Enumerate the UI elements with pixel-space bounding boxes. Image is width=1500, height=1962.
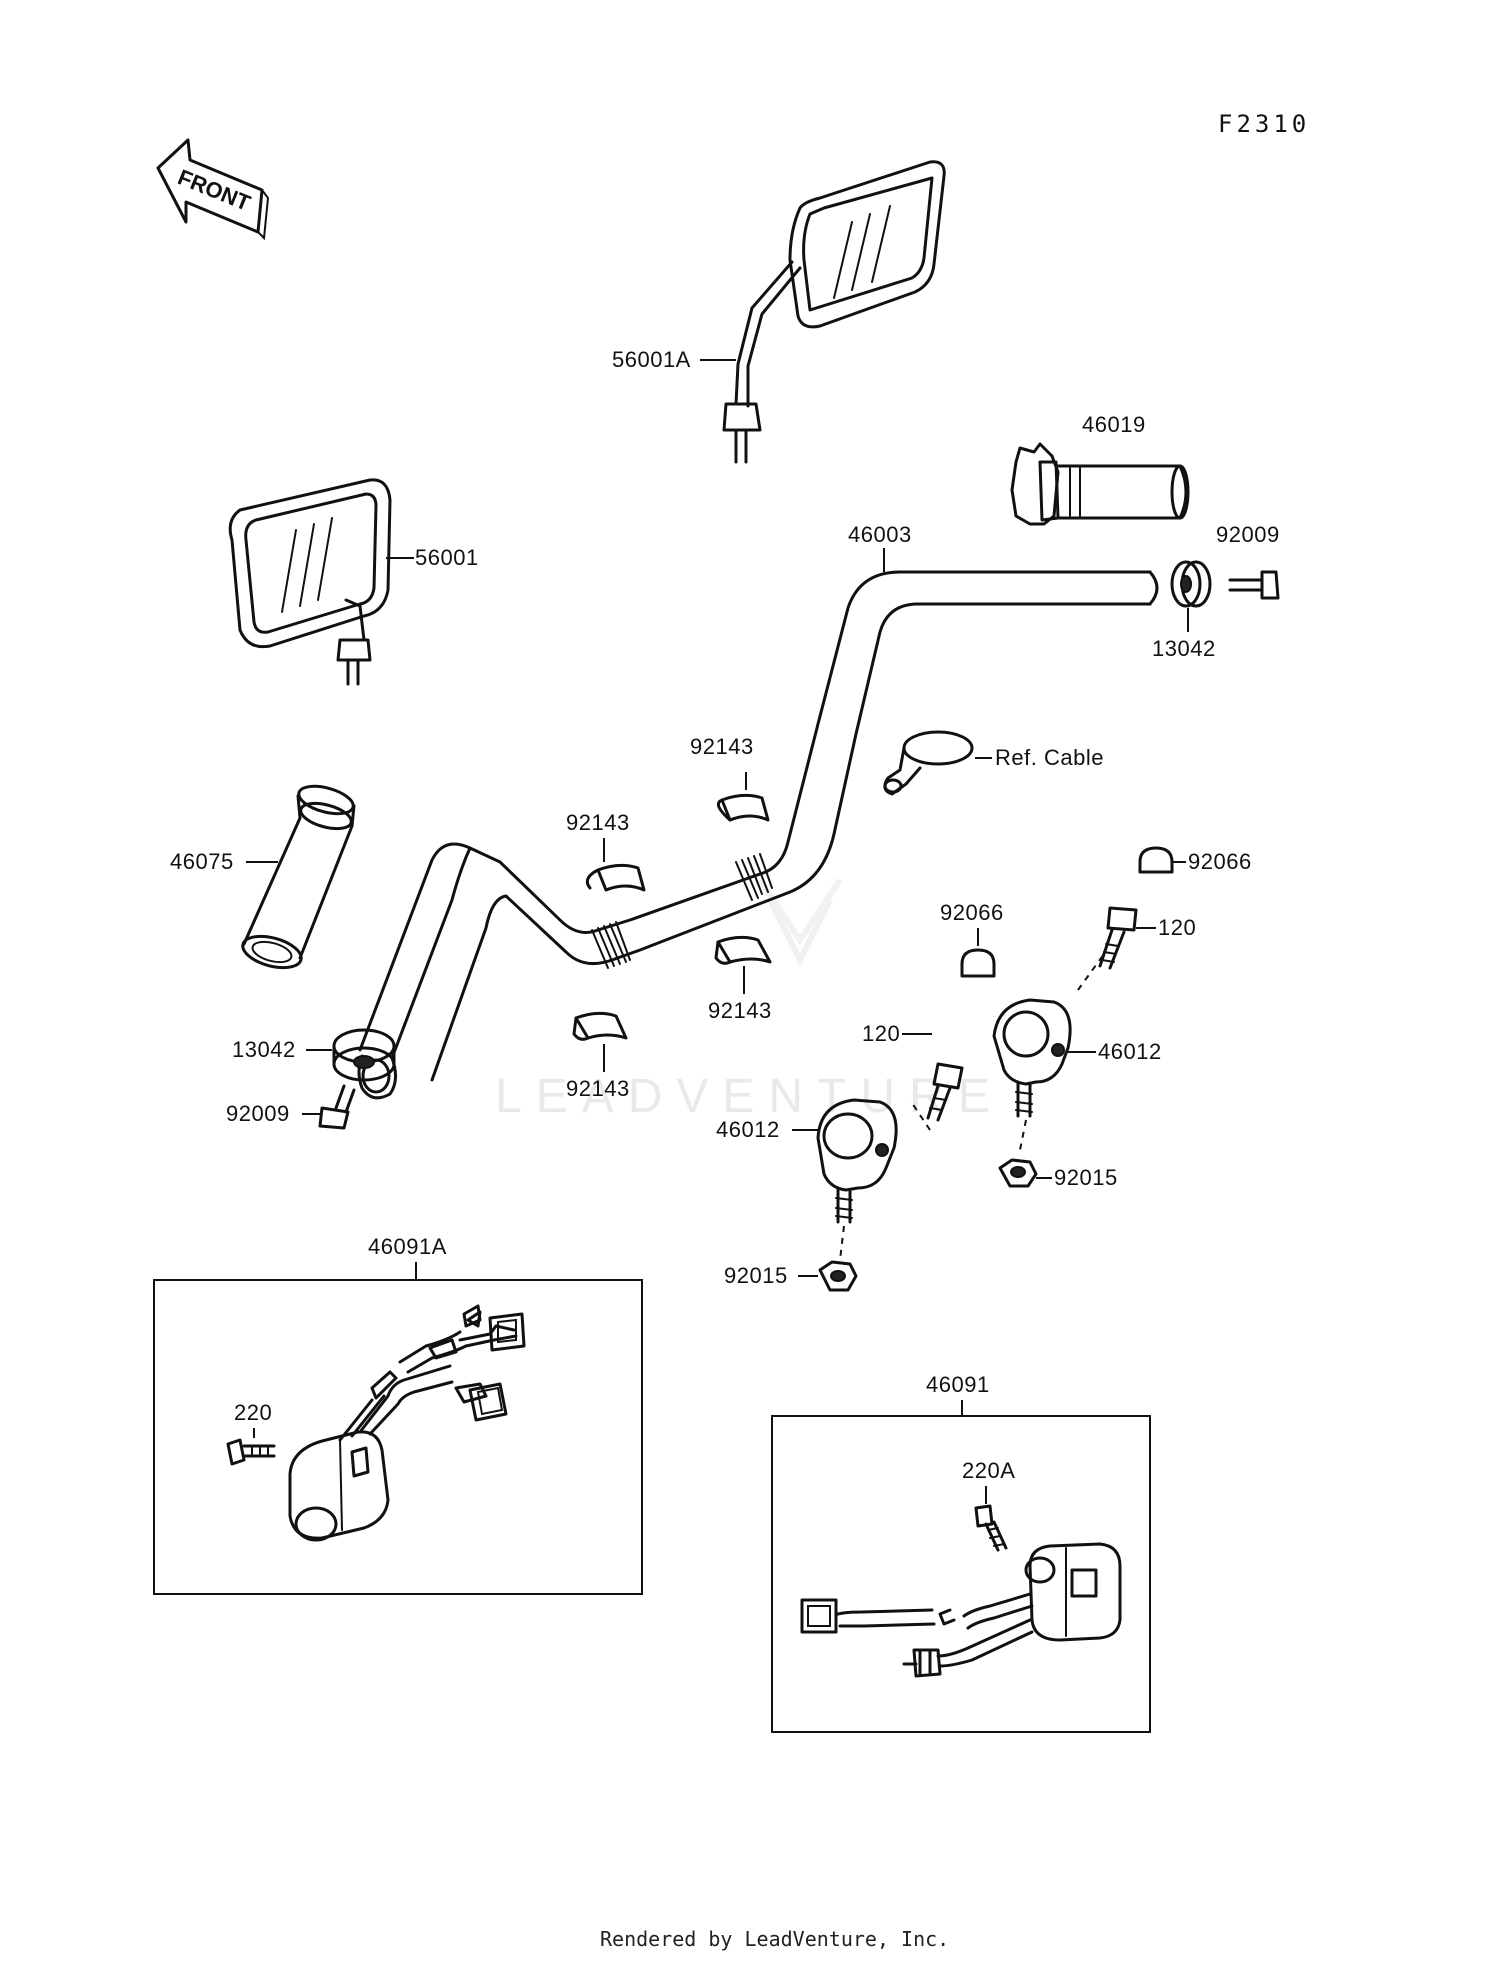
throttle-grip [1010,442,1190,526]
label-13042-left: 13042 [232,1037,296,1062]
mirror-left [228,478,392,686]
label-46019: 46019 [1082,412,1146,437]
bolt-120-left [926,1062,964,1122]
screw-220a [974,1504,1008,1552]
left-grip [241,784,356,970]
knurl-left [591,921,631,969]
label-220: 220 [234,1400,272,1425]
cap-center [960,948,996,978]
front-arrow-icon: FRONT [156,138,270,241]
label-220a: 220A [962,1458,1015,1483]
label-92143-top: 92143 [690,734,754,759]
collar-left-lower [572,1011,628,1041]
footer-credit: Rendered by LeadVenture, Inc. [600,1927,949,1951]
label-92066-center: 92066 [940,900,1004,925]
label-56001: 56001 [415,545,479,570]
label-92015-right: 92015 [1054,1165,1118,1190]
switch-right [800,1542,1122,1678]
bolt-120-right [1098,906,1138,970]
collar-left-upper [585,863,646,892]
switch-right-box [771,1415,1151,1733]
label-92143-right-lower: 92143 [708,998,772,1023]
handlebar [357,570,1159,1100]
watermark-text: LEADVENTURE [495,1070,1004,1123]
switch-left [288,1304,526,1542]
figure-code: F2310 [1218,110,1310,138]
screw-220 [226,1438,276,1466]
holder-left [816,1098,898,1224]
nut-right [998,1158,1038,1188]
label-92143-left-upper: 92143 [566,810,630,835]
label-46003: 46003 [848,522,912,547]
label-56001a: 56001A [612,347,691,372]
collar-right-lower [714,935,772,965]
nut-left [818,1260,858,1292]
watermark-logo [757,878,843,967]
label-120-left: 120 [862,1021,900,1046]
label-13042-right: 13042 [1152,636,1216,661]
label-46012-left: 46012 [716,1117,780,1142]
label-46091a: 46091A [368,1234,447,1259]
label-92143-left-lower: 92143 [566,1076,630,1101]
bar-end-weight-right [1170,560,1212,608]
cap-right [1138,846,1174,874]
label-46075: 46075 [170,849,234,874]
label-46012-right: 46012 [1098,1039,1162,1064]
label-92066-right: 92066 [1188,849,1252,874]
knurl-right [735,853,773,901]
label-ref-cable: Ref. Cable [995,745,1104,770]
bar-end-bolt-right [1228,570,1280,600]
cable-clamp [883,730,974,796]
bar-end-bolt-left [318,1084,356,1130]
label-120-right: 120 [1158,915,1196,940]
label-92009-left: 92009 [226,1101,290,1126]
bar-end-weight-left [332,1028,396,1082]
switch-left-box [153,1279,643,1595]
mirror-right [722,160,946,464]
collar-top [716,793,770,822]
label-92009-right: 92009 [1216,522,1280,547]
label-46091: 46091 [926,1372,990,1397]
label-92015-left: 92015 [724,1263,788,1288]
holder-right [992,998,1072,1118]
